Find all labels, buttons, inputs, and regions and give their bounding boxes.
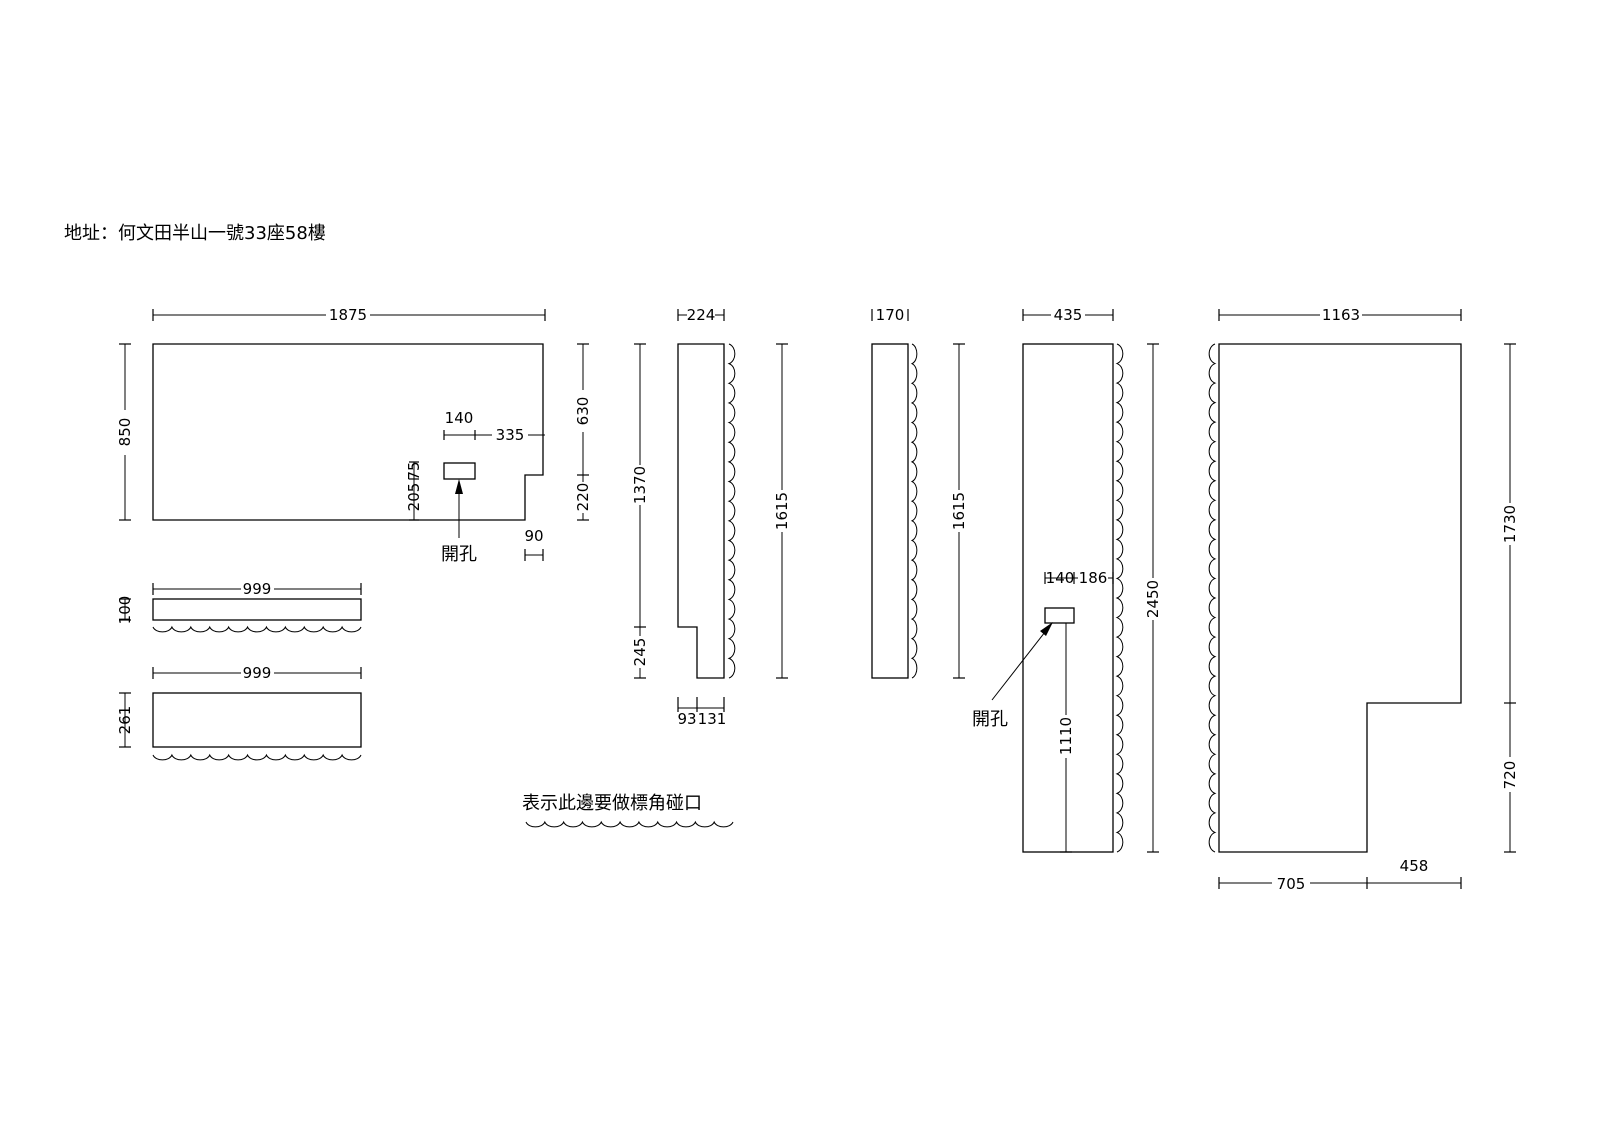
dim-strip1-height: 100 bbox=[116, 596, 134, 625]
legend: 表示此邊要做標角碰口 bbox=[522, 793, 734, 828]
dim-p2-bottom-left: 245 bbox=[631, 638, 649, 667]
legend-text: 表示此邊要做標角碰口 bbox=[522, 793, 702, 814]
dim-p3-right: 1615 bbox=[950, 492, 968, 530]
panel-2-mitre-mark bbox=[727, 343, 736, 679]
panel-4-hole bbox=[1044, 607, 1075, 624]
dim-p4-hole-y: 1110 bbox=[1057, 717, 1075, 755]
strip-2-mitre-mark bbox=[152, 753, 362, 761]
panel-1-hole bbox=[443, 462, 476, 480]
dim-p5-lower: 720 bbox=[1501, 761, 1519, 790]
panel-3-outline bbox=[871, 343, 909, 679]
dim-p2-base-a: 93 bbox=[677, 710, 696, 728]
dim-p3-top: 170 bbox=[876, 306, 905, 324]
dim-p5-bottom-right: 458 bbox=[1400, 857, 1429, 875]
panel-5-outline bbox=[1218, 343, 1462, 853]
panel-3: 170 1615 bbox=[871, 306, 968, 679]
dim-p1-height: 850 bbox=[116, 418, 134, 447]
dim-p4-hole-x: 186 bbox=[1079, 569, 1108, 587]
panel-5-mitre-mark bbox=[1208, 343, 1217, 853]
strip-2: 999 261 bbox=[116, 664, 362, 761]
panel-4-outline bbox=[1022, 343, 1114, 853]
dim-p2-right: 1615 bbox=[773, 492, 791, 530]
hole-label-2: 開孔 bbox=[972, 709, 1008, 730]
strip-1: 999 100 bbox=[116, 580, 362, 633]
dim-p1-hole-x: 335 bbox=[496, 426, 525, 444]
dim-p1-hole-width: 140 bbox=[445, 409, 474, 427]
dim-p1-notch: 90 bbox=[524, 527, 543, 545]
panel-1-outline bbox=[152, 343, 544, 521]
dim-p1-right-top: 630 bbox=[574, 397, 592, 426]
hole-label-1: 開孔 bbox=[441, 544, 477, 565]
strip-1-mitre-mark bbox=[152, 625, 362, 633]
dim-p4-height: 2450 bbox=[1144, 580, 1162, 618]
dim-p1-hole-height: 75 bbox=[405, 461, 423, 480]
dim-p1-right-bottom: 220 bbox=[574, 483, 592, 512]
dim-strip2-length: 999 bbox=[243, 664, 272, 682]
dim-p2-left: 1370 bbox=[631, 466, 649, 504]
dim-p5-top: 1163 bbox=[1322, 306, 1360, 324]
panel-5: 1163 1730 720 705 458 bbox=[1208, 306, 1519, 893]
panel-4-mitre-mark bbox=[1115, 343, 1124, 853]
dim-p5-upper: 1730 bbox=[1501, 505, 1519, 543]
dim-p5-bottom-left: 705 bbox=[1277, 875, 1306, 893]
panel-2-outline bbox=[677, 343, 725, 679]
dim-strip1-length: 999 bbox=[243, 580, 272, 598]
dim-p1-hole-y: 205 bbox=[405, 483, 423, 512]
dim-p4-hole-width: 140 bbox=[1046, 569, 1075, 587]
dim-p4-top: 435 bbox=[1054, 306, 1083, 324]
strip-1-outline bbox=[152, 598, 362, 621]
panel-2: 224 1370 245 1615 93 131 bbox=[631, 306, 791, 728]
dim-p2-top: 224 bbox=[687, 306, 716, 324]
dim-p2-base-b: 131 bbox=[698, 710, 727, 728]
address-label: 地址：何文田半山一號33座58樓 bbox=[64, 223, 326, 244]
panel-1: 1875 850 630 220 140 335 75 205 9 bbox=[116, 306, 592, 565]
panel-4: 435 140 186 2450 1110 開孔 bbox=[972, 306, 1162, 853]
dim-p1-width: 1875 bbox=[329, 306, 367, 324]
dim-strip2-height: 261 bbox=[116, 706, 134, 735]
strip-2-outline bbox=[152, 692, 362, 748]
panel-3-mitre-mark bbox=[910, 343, 918, 679]
legend-mitre-mark bbox=[525, 820, 734, 828]
